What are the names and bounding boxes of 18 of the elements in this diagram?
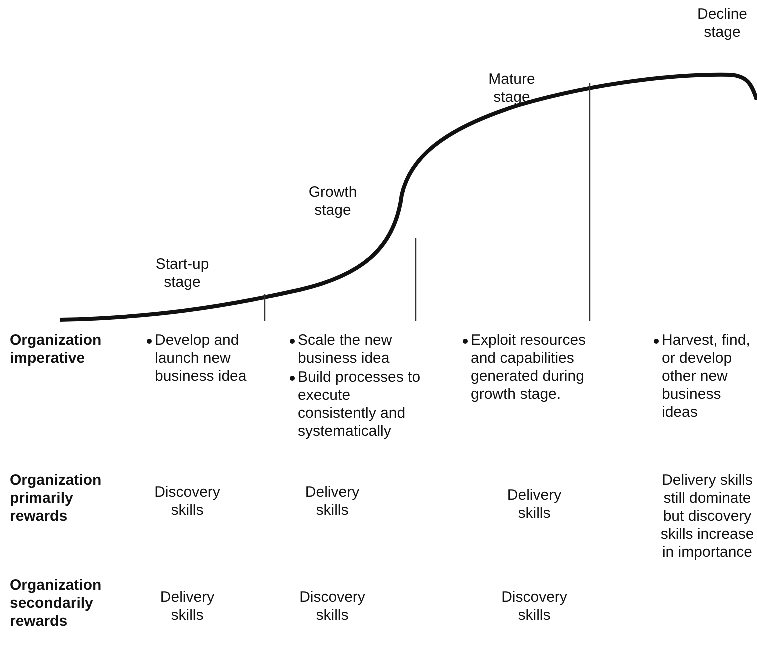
bullet-text: Build processes to execute consistently and systematically bbox=[298, 369, 422, 441]
row-header: Organization primarily rewards bbox=[10, 472, 103, 526]
table-text: Delivery skills bbox=[506, 487, 563, 523]
table-text: Delivery skills bbox=[304, 484, 361, 520]
bullet-text: Exploit resources and capabilities generated during growth stage. bbox=[471, 332, 588, 404]
table-text: Discovery skills bbox=[298, 589, 366, 625]
stage-label: Decline stage bbox=[696, 6, 749, 42]
stage-label: Growth stage bbox=[308, 184, 358, 220]
row-header: Organization imperative bbox=[10, 332, 103, 368]
table-text: Delivery skills bbox=[159, 589, 216, 625]
row-header: Organization secondarily rewards bbox=[10, 577, 103, 631]
bullet-text: Develop and launch new business idea bbox=[155, 332, 248, 386]
bullet-text: Scale the new business idea bbox=[298, 332, 394, 368]
bullet-text: Harvest, find, or develop other new business ideas bbox=[662, 332, 752, 422]
table-text: Discovery skills bbox=[500, 589, 568, 625]
table-text: Delivery skills still dominate but discovery skills increase in importance bbox=[660, 472, 755, 562]
table-text: Discovery skills bbox=[154, 484, 222, 520]
stage-label: Start-up stage bbox=[154, 256, 210, 292]
